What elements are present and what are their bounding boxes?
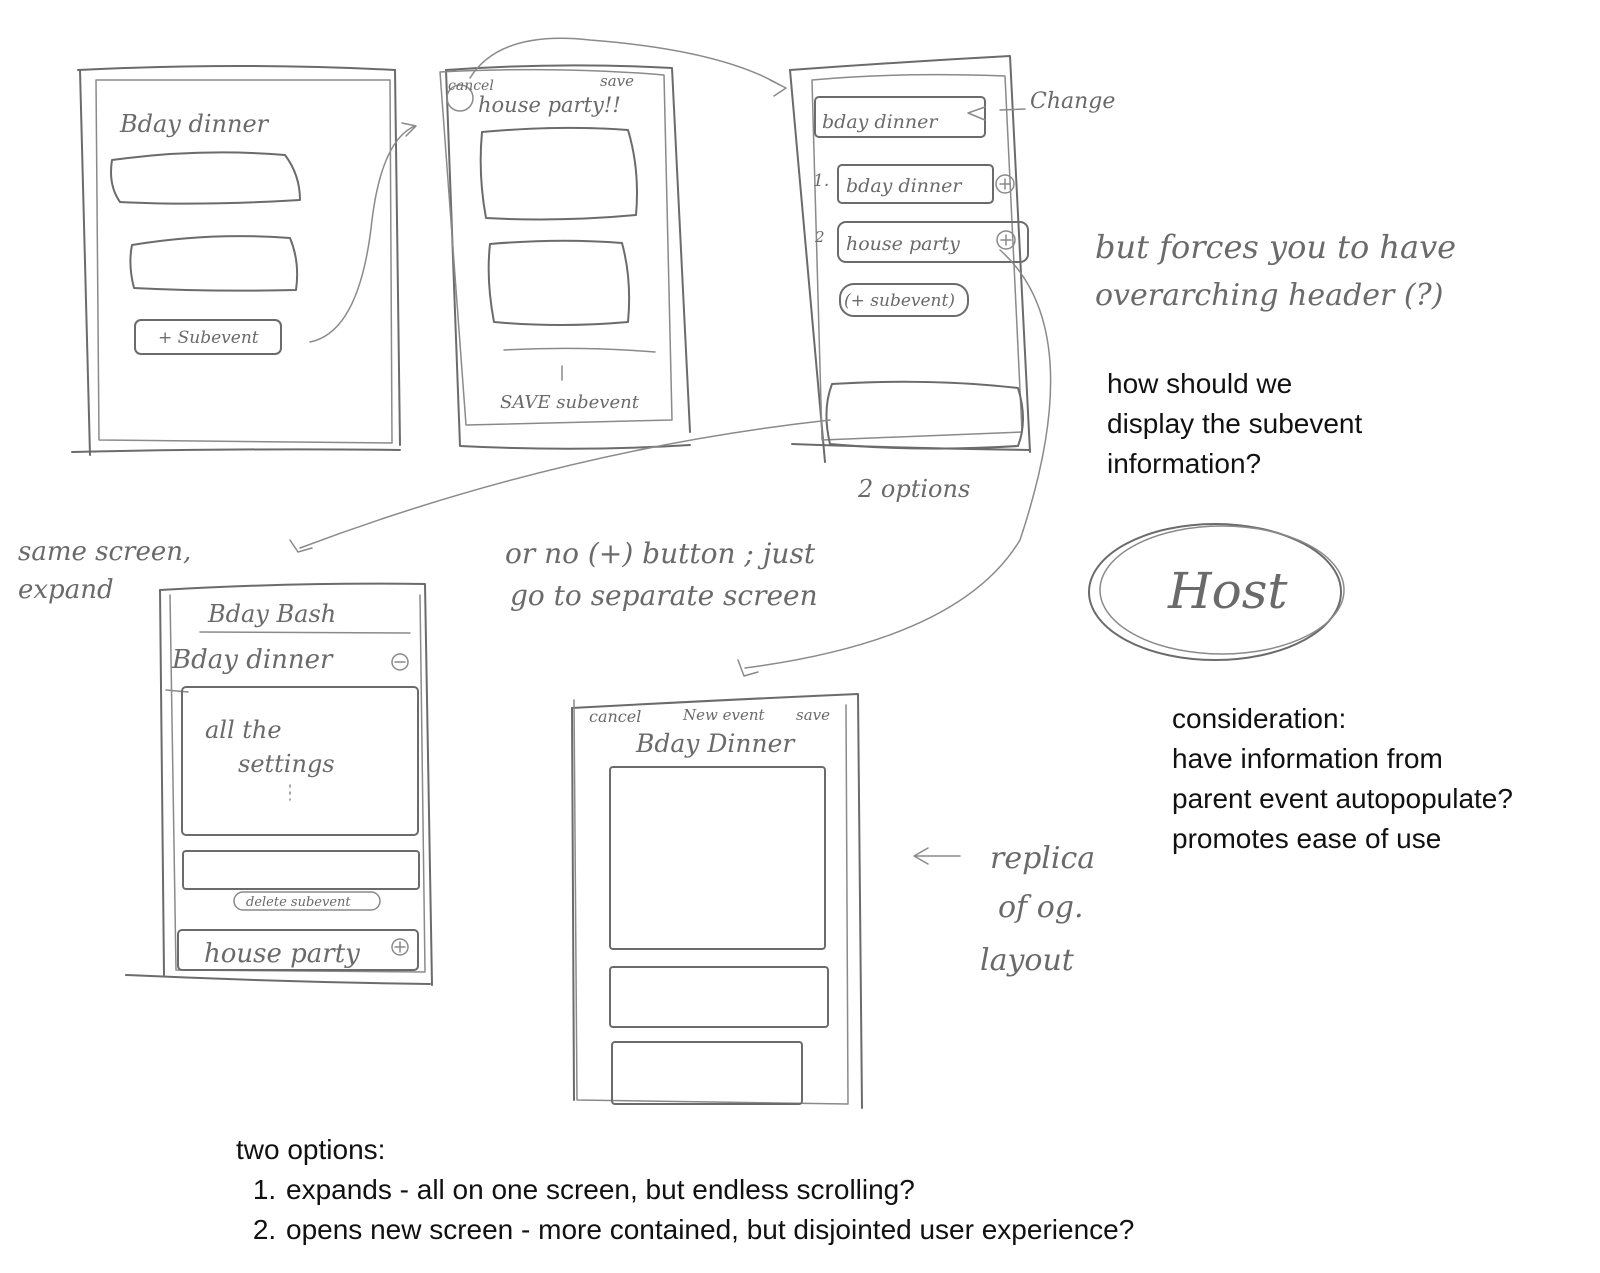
note-header-line-1: but forces you to have — [1095, 228, 1456, 266]
consideration-line-1: consideration: — [1172, 703, 1347, 734]
screen2-save: save — [600, 72, 634, 90]
host-oval: Host — [1088, 523, 1345, 661]
consideration-line-4: promotes ease of use — [1172, 823, 1442, 854]
screen4-collapsed-item — [177, 929, 419, 971]
screen3-item2-num: 2 — [814, 228, 825, 246]
sketch-screen-5: cancel New event save Bday Dinner — [571, 693, 863, 1109]
screen3-add-subevent-button — [839, 283, 969, 317]
screen1-card-1 — [110, 151, 301, 205]
sketch-screen-3: bday dinner Change 1. bday dinner 2 hous… — [789, 55, 1115, 463]
sketch-screen-2: cancel save house party!! SAVE subevent — [439, 64, 691, 450]
two-options-item-1: expands - all on one screen, but endless… — [284, 1170, 1134, 1210]
host-label: Host — [1167, 562, 1288, 620]
arrow-1-to-2 — [309, 125, 416, 343]
arrow-2-to-3 — [469, 37, 781, 86]
screen3-header-field — [814, 96, 986, 138]
screen5-card-1 — [609, 766, 826, 950]
screen4-delete-label: delete subevent — [246, 895, 351, 910]
screen5-cancel: cancel — [589, 707, 641, 726]
screen3-add-subevent-label: (+ subevent) — [844, 291, 955, 311]
option-a-line-2: expand — [18, 575, 114, 605]
screen1-subevent-button — [134, 319, 282, 355]
screen4-collapsed-label: house party — [204, 939, 360, 969]
option-a-line-1: same screen, — [18, 537, 191, 567]
two-options-title: two options: — [236, 1134, 386, 1165]
display-question-line-3: information? — [1107, 448, 1262, 479]
replica-note-line-1: replica — [990, 841, 1095, 876]
note-header-line-2: overarching header (?) — [1095, 278, 1443, 313]
display-question-note: how should we display the subevent infor… — [1107, 364, 1362, 484]
screen5-card-2 — [609, 966, 829, 1028]
arrow-3-to-5 — [744, 249, 1052, 669]
screen3-item1-num: 1. — [813, 171, 829, 191]
screen3-change-note: Change — [1030, 89, 1115, 114]
replica-note-line-2: of og. — [998, 890, 1084, 925]
screen5-card-3 — [611, 1041, 803, 1105]
two-options-item-2: opens new screen - more contained, but d… — [284, 1210, 1134, 1250]
screen5-new-event: New event — [682, 706, 765, 724]
screen3-item-2 — [837, 221, 1029, 263]
screen3-bottom-card — [825, 380, 1024, 450]
sketch-screen-1: Bday dinner + Subevent — [71, 65, 401, 456]
screen2-save-subevent: SAVE subevent — [500, 392, 640, 413]
screen1-card-2 — [129, 235, 299, 292]
two-options-note: 2 options — [857, 475, 970, 503]
display-question-line-2: display the subevent — [1107, 408, 1363, 439]
two-options-summary: two options: expands - all on one screen… — [236, 1130, 1134, 1250]
two-options-list: expands - all on one screen, but endless… — [236, 1170, 1134, 1250]
display-question-line-1: how should we — [1107, 368, 1293, 399]
screen3-header-text: bday dinner — [822, 111, 939, 133]
option-b-line-1: or no (+) button ; just — [505, 537, 816, 570]
consideration-line-3: parent event autopopulate? — [1172, 783, 1513, 814]
consideration-line-2: have information from — [1172, 743, 1443, 774]
replica-note-line-3: layout — [980, 943, 1075, 978]
screen2-title: house party!! — [478, 93, 621, 117]
screen4-settings-line-2: settings — [238, 750, 335, 778]
screen3-item-1 — [837, 164, 994, 204]
screen2-cancel: cancel — [448, 78, 494, 94]
screen1-subevent-label: + Subevent — [158, 328, 259, 348]
screen2-back-circle — [446, 84, 474, 112]
screen4-title: Bday Bash — [207, 600, 336, 628]
screen4-settings-box — [181, 686, 419, 836]
screen5-title: Bday Dinner — [635, 729, 796, 758]
sketch-screen-4: Bday Bash Bday dinner all the settings d… — [125, 582, 433, 986]
option-b-line-2: go to separate screen — [510, 579, 818, 612]
screen4-field — [182, 850, 420, 890]
screen3-item1-label: bday dinner — [846, 175, 963, 197]
screen4-subevent-title: Bday dinner — [171, 645, 334, 675]
screen4-delete-button — [233, 891, 381, 911]
screen2-card-2 — [487, 239, 631, 326]
consideration-note: consideration: have information from par… — [1172, 699, 1513, 859]
arrow-3-to-4 — [299, 419, 831, 549]
screen5-save: save — [796, 706, 830, 724]
screen4-settings-line-1: all the — [205, 716, 282, 744]
screen2-card-1 — [479, 126, 638, 221]
screen3-item2-label: house party — [846, 233, 960, 255]
screen1-title: Bday dinner — [119, 110, 270, 138]
